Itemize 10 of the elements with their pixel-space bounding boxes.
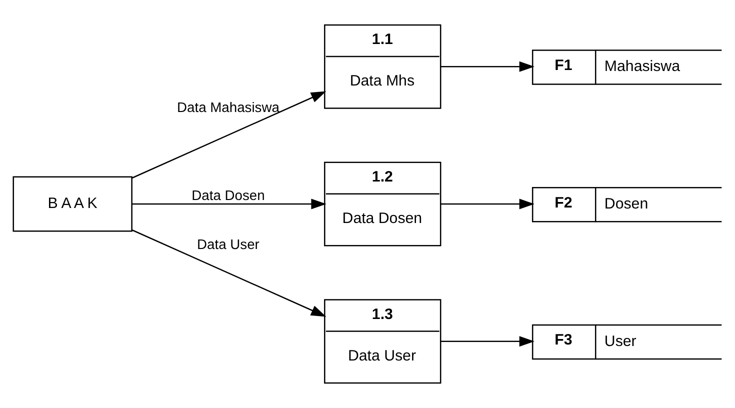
arrow <box>132 198 326 210</box>
edge-label: Data User <box>197 236 260 252</box>
arrow <box>440 336 534 347</box>
arrow <box>132 91 326 179</box>
edge-label: Data Mahasiswa <box>177 98 280 115</box>
arrow <box>440 198 534 210</box>
edge-label: Data Dosen <box>192 186 265 203</box>
node-box: B A A K <box>12 176 132 232</box>
arrow <box>132 229 326 317</box>
arrow <box>440 61 534 72</box>
